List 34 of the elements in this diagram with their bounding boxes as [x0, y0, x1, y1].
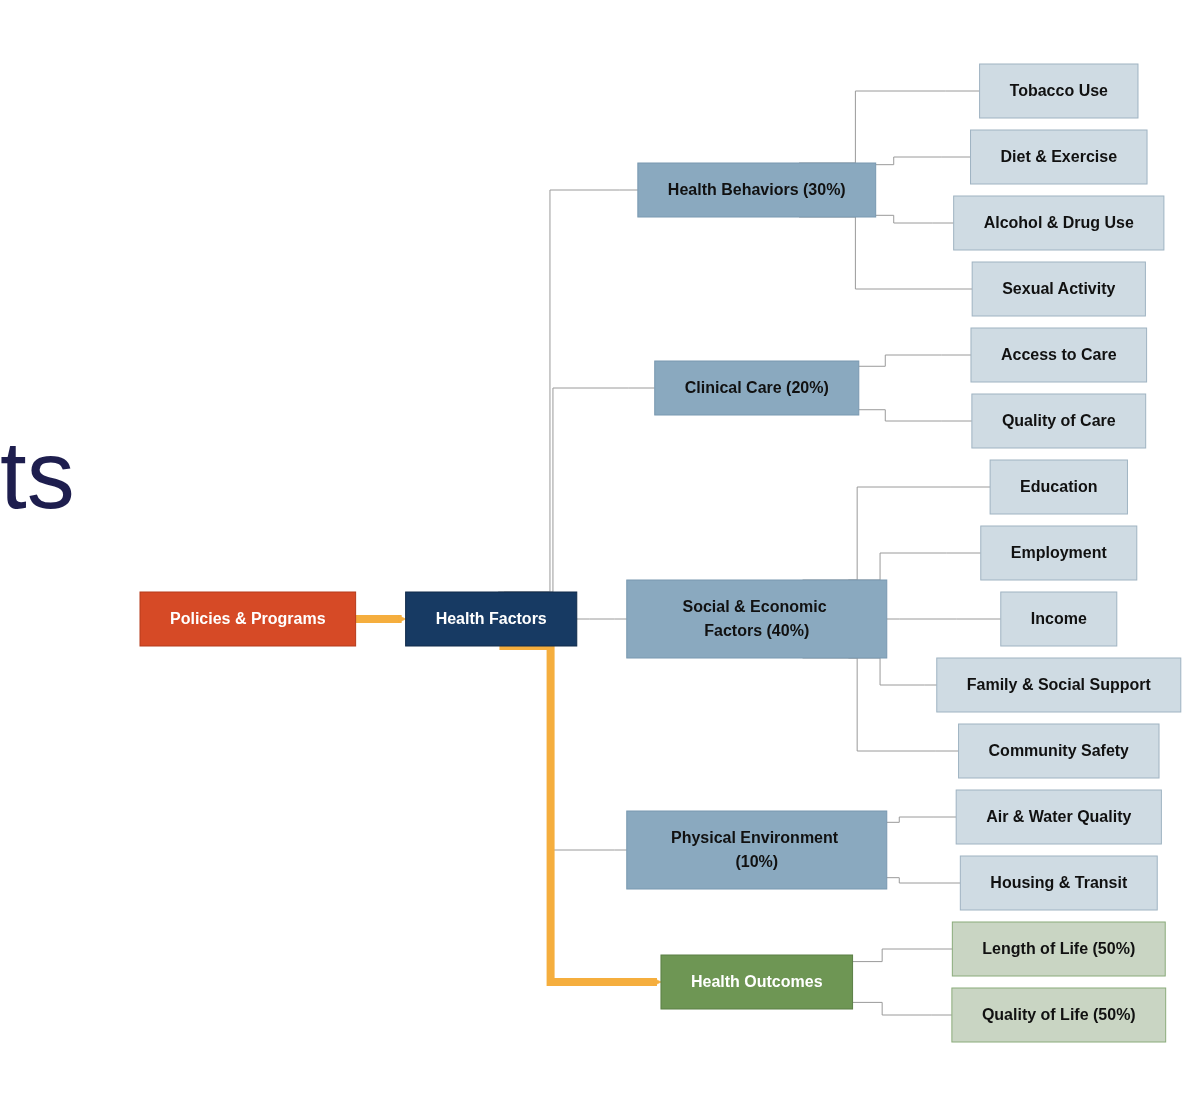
node-box: Quality of Care: [970, 393, 1146, 448]
node-box: Social & Economic Factors (40%): [625, 579, 887, 658]
connector: [874, 214, 954, 223]
node-box: Health Behaviors (30%): [636, 162, 876, 217]
connector: [851, 1001, 952, 1015]
slide-title-fragment: ts: [0, 420, 75, 530]
connector: [874, 156, 971, 165]
node-box: Health Outcomes: [660, 954, 853, 1009]
node-box: Family & Social Support: [935, 657, 1181, 712]
node-box: Physical Environment (10%): [625, 810, 887, 889]
node-box: Housing & Transit: [959, 855, 1158, 910]
node-box: Education: [989, 459, 1128, 514]
connector: [885, 816, 957, 823]
node-box: Sexual Activity: [971, 261, 1146, 316]
node-box: Alcohol & Drug Use: [952, 195, 1164, 250]
connector: [885, 618, 1001, 619]
node-box: Tobacco Use: [978, 63, 1139, 118]
node-box: Clinical Care (20%): [653, 360, 859, 415]
connector: [885, 876, 961, 883]
connector: [857, 354, 972, 367]
node-box: Employment: [979, 525, 1137, 580]
arrow: [355, 614, 406, 623]
node-box: Quality of Life (50%): [951, 987, 1166, 1042]
node-box: Community Safety: [957, 723, 1160, 778]
node-box: Access to Care: [970, 327, 1147, 382]
node-box: Income: [999, 591, 1117, 646]
connector: [851, 948, 953, 962]
node-box: Air & Water Quality: [955, 789, 1162, 844]
connector: [857, 408, 972, 421]
node-box: Health Factors: [404, 591, 577, 646]
node-box: Length of Life (50%): [951, 921, 1166, 976]
node-box: Policies & Programs: [139, 591, 356, 646]
node-box: Diet & Exercise: [969, 129, 1148, 184]
connector: [575, 618, 627, 619]
